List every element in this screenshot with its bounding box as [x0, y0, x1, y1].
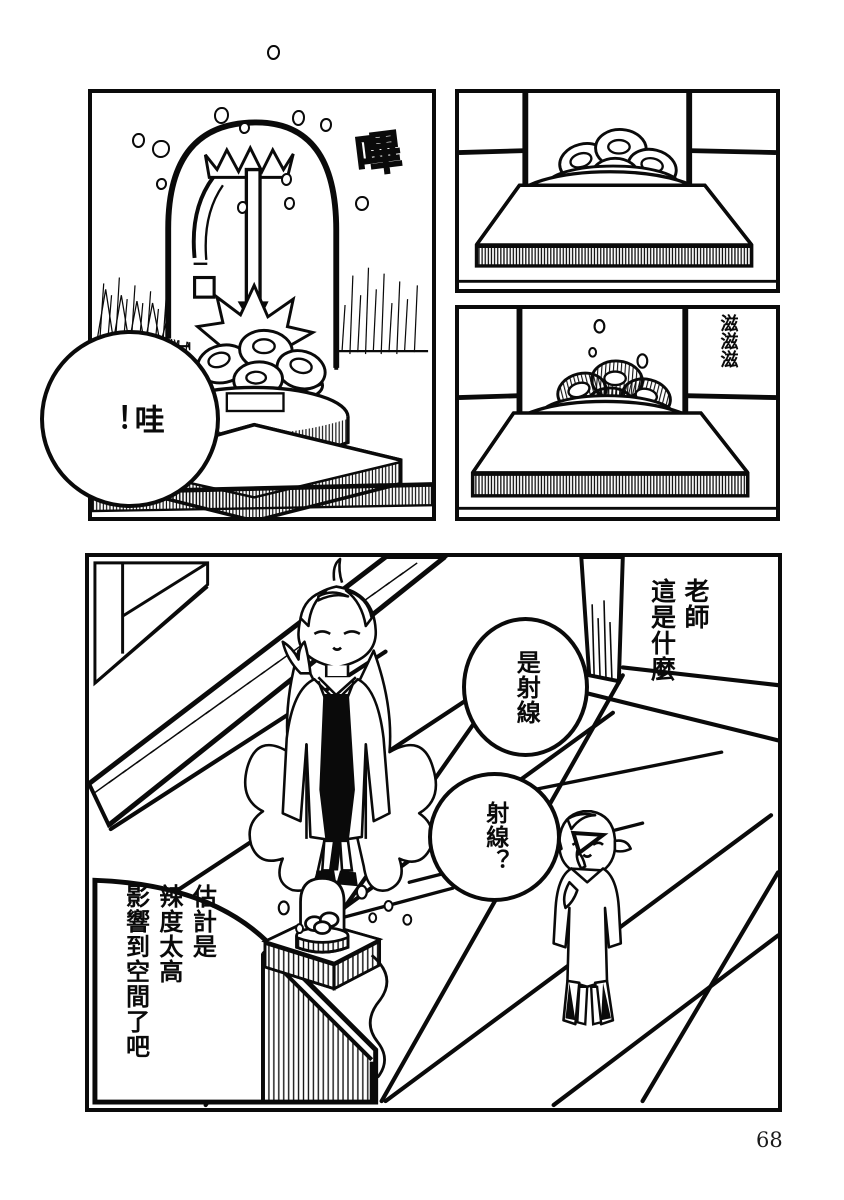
- bubble-what-is-this-col-2: 這是什麼: [647, 578, 677, 682]
- panel-2-artwork: [459, 93, 776, 283]
- spiciness-col-2: 辣度太高: [154, 884, 183, 984]
- panel-4-artwork: [89, 557, 778, 1108]
- floating-particle: [214, 107, 229, 124]
- bubble-what-is-this: 老師 這是什麼: [647, 578, 711, 682]
- floating-particle: [284, 197, 295, 210]
- bubble-radiation-question: 射線？: [428, 772, 561, 902]
- beep-sfx: 嗶: [351, 124, 405, 185]
- floating-particle: [320, 118, 332, 132]
- floating-particle: [292, 110, 305, 126]
- floating-particle: [152, 140, 170, 158]
- bubble-what-is-this-col-1: 老師: [681, 578, 710, 630]
- spiciness-col-3: 影響到空間了吧: [121, 884, 150, 1059]
- bubble-spiciness-explanation: 估計是 辣度太高 影響到空間了吧: [121, 884, 217, 1059]
- spiciness-col-1: 估計是: [188, 884, 217, 959]
- bubble-it-is-radiation-text: 是射線: [512, 649, 541, 725]
- page-number: 68: [756, 1128, 783, 1152]
- bubble-wow-text: 哇 ！: [97, 403, 164, 435]
- bubble-it-is-radiation: 是射線: [462, 617, 589, 757]
- floating-particle: [237, 201, 248, 214]
- floating-particle: [281, 173, 292, 186]
- sizzle-sfx: 滋滋滋: [717, 314, 739, 368]
- floating-particle: [267, 45, 280, 60]
- floating-particle: [239, 122, 250, 134]
- bubble-radiation-question-text: 射線？: [481, 801, 508, 873]
- panel-3: [455, 305, 780, 521]
- panel-2: [455, 89, 780, 293]
- panel-3-artwork: [459, 309, 776, 510]
- bubble-wow: 哇 ！: [40, 330, 220, 508]
- floating-particle: [156, 178, 167, 190]
- floating-particle: [355, 196, 369, 211]
- floating-particle: [132, 133, 145, 148]
